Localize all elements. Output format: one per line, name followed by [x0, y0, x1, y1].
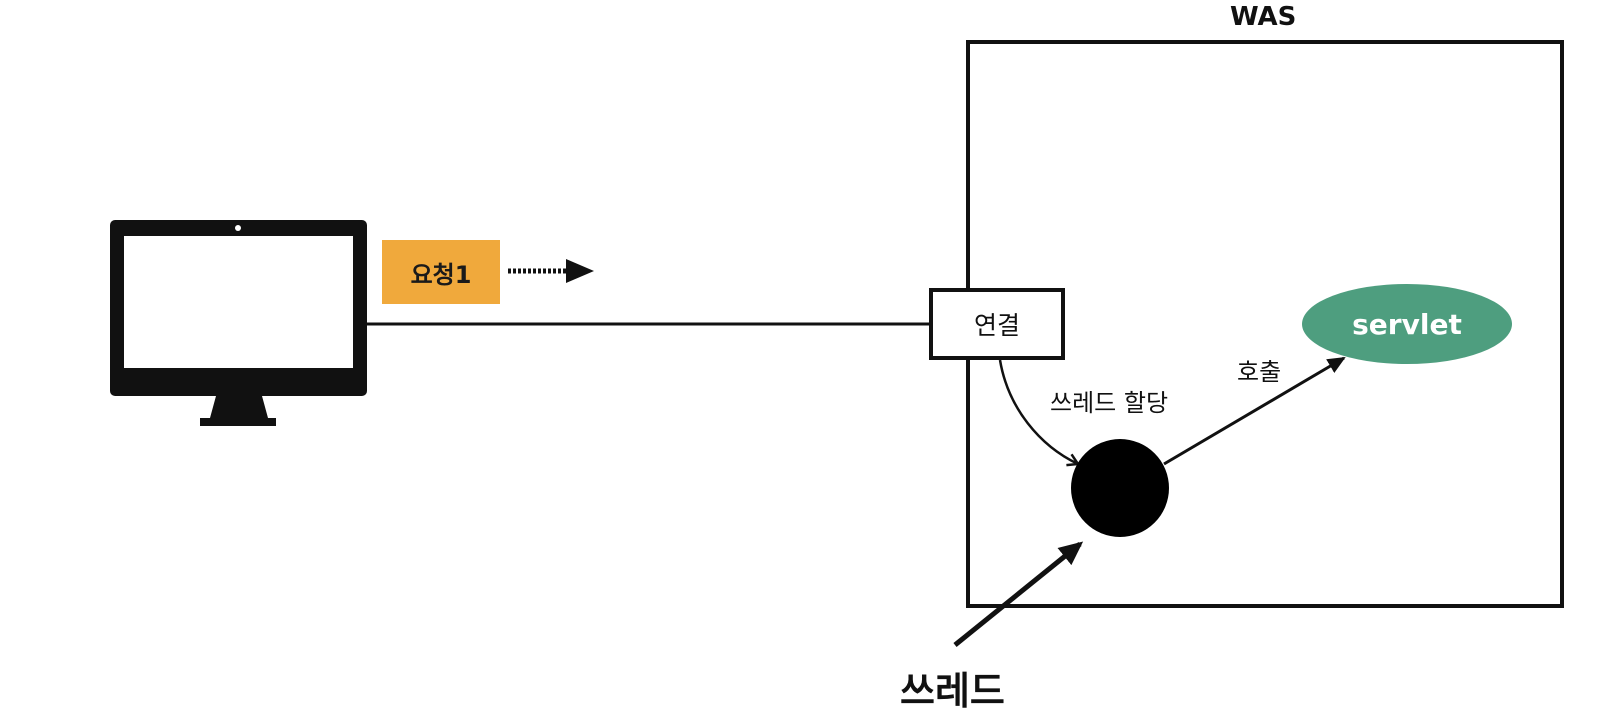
- call-arrow: [1163, 356, 1346, 466]
- connection-label: 연결: [973, 311, 1020, 340]
- connection-box: 연결: [929, 288, 1065, 360]
- servlet-node: servlet: [1302, 284, 1512, 364]
- thread-label: 쓰레드: [900, 669, 1005, 713]
- request-label: 요청1: [410, 260, 472, 289]
- thread-pointer-arrow: [953, 541, 1084, 647]
- was-title: WAS: [1230, 2, 1297, 32]
- request-badge: 요청1: [382, 240, 500, 304]
- request-arrow: [508, 259, 594, 283]
- thread-assign-label: 쓰레드 할당: [1050, 389, 1169, 417]
- servlet-label: servlet: [1352, 307, 1462, 341]
- call-label: 호출: [1237, 358, 1282, 386]
- thread-node: [1071, 439, 1169, 537]
- monitor-icon: [110, 220, 367, 426]
- thread-assign-arrow: [998, 359, 1081, 467]
